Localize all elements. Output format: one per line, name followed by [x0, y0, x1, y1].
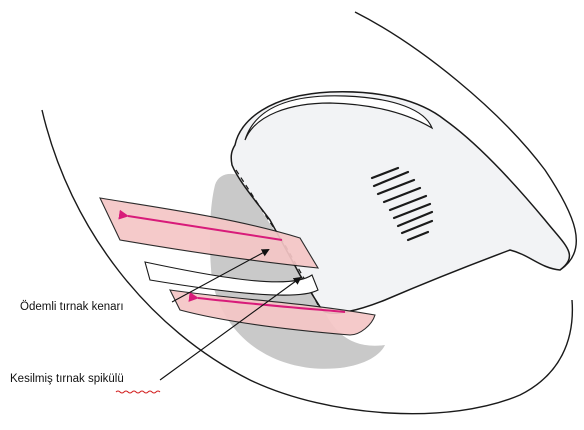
cut-spicule-label: Kesilmiş tırnak spikülü [10, 373, 124, 385]
spellcheck-underline [116, 391, 160, 393]
edematous-edge-label: Ödemli tırnak kenarı [20, 301, 124, 313]
